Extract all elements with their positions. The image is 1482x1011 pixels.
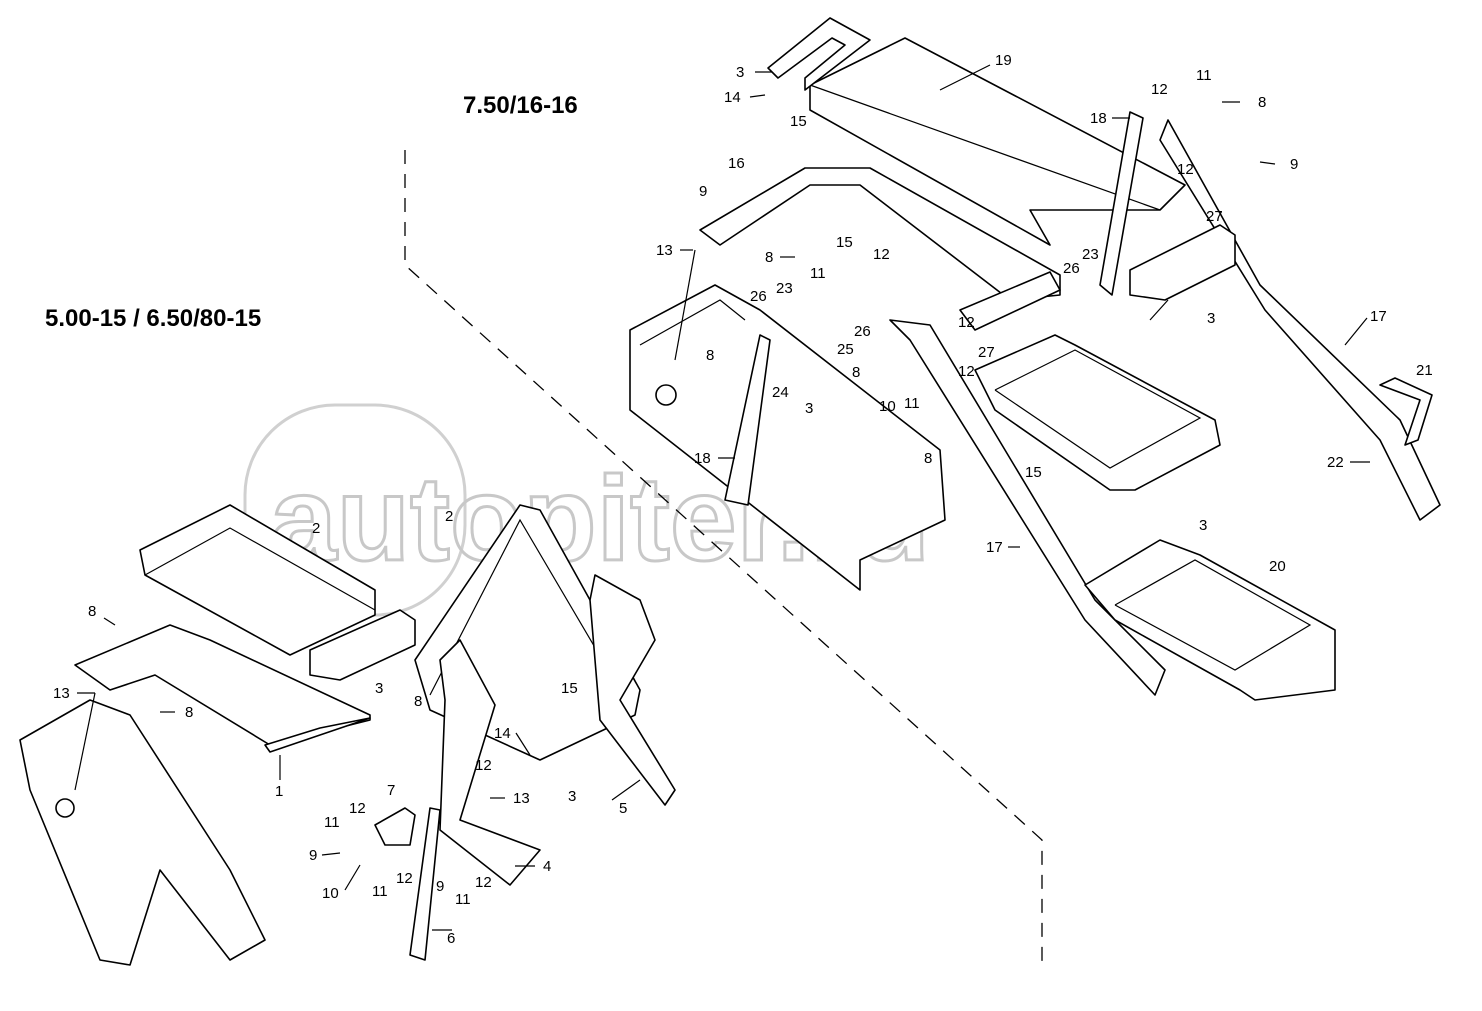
callout-label: 11: [324, 814, 340, 831]
callout-label: 26: [1063, 260, 1080, 277]
callout-label: 13: [513, 790, 530, 807]
callout-label: 8: [185, 704, 193, 721]
callout-label: 14: [724, 89, 741, 106]
callout-label: 12: [958, 363, 975, 380]
callout-label: 12: [873, 246, 890, 263]
callout-label: 9: [309, 847, 317, 864]
callout-label: 12: [958, 314, 975, 331]
callout-label: 4: [543, 858, 551, 875]
callout-label: 3: [568, 788, 576, 805]
callout-label: 13: [656, 242, 673, 259]
upper-assembly: [629, 17, 1441, 701]
callout-label: 8: [852, 364, 860, 381]
callout-label: 22: [1327, 454, 1344, 471]
callout-label: 15: [836, 234, 853, 251]
callout-label: 12: [475, 874, 492, 891]
callout-label: 26: [854, 323, 871, 340]
callout-label: 17: [1370, 308, 1387, 325]
callout-label: 8: [924, 450, 932, 467]
callout-label: 20: [1269, 558, 1286, 575]
callout-label: 9: [1290, 156, 1298, 173]
callout-label: 24: [772, 384, 789, 401]
callout-label: 13: [53, 685, 70, 702]
callout-label: 25: [837, 341, 854, 358]
callout-label: 15: [561, 680, 578, 697]
callout-label: 27: [1206, 208, 1223, 225]
callout-label: 6: [447, 930, 455, 947]
callout-label: 11: [455, 891, 471, 908]
callout-label: 26: [750, 288, 767, 305]
callout-label: 15: [790, 113, 807, 130]
callout-label: 3: [1199, 517, 1207, 534]
callout-label: 10: [322, 885, 339, 902]
callout-label: 12: [349, 800, 366, 817]
callout-label: 8: [414, 693, 422, 710]
callout-label: 3: [1207, 310, 1215, 327]
callout-label: 12: [1177, 161, 1194, 178]
variant-separator-line: [404, 150, 1043, 970]
callout-label: 23: [776, 280, 793, 297]
callout-label: 10: [879, 398, 896, 415]
callout-label: 16: [728, 155, 745, 172]
callout-label: 18: [694, 450, 711, 467]
callout-label: 15: [1025, 464, 1042, 481]
callout-label: 9: [436, 878, 444, 895]
callout-label: 18: [1090, 110, 1107, 127]
callout-label: 7: [387, 782, 395, 799]
callout-label: 5: [619, 800, 627, 817]
callout-label: 3: [805, 400, 813, 417]
heading-large-tyre: 7.50/16-16: [463, 92, 578, 119]
callout-label: 19: [995, 52, 1012, 69]
callout-label: 8: [88, 603, 96, 620]
callout-label: 17: [986, 539, 1003, 556]
callout-label: 12: [475, 757, 492, 774]
callout-label: 2: [312, 520, 320, 537]
callout-label: 8: [1258, 94, 1266, 111]
callout-label: 11: [904, 395, 920, 412]
callout-label: 2: [445, 508, 453, 525]
callout-label: 8: [765, 249, 773, 266]
callout-label: 12: [1151, 81, 1168, 98]
callout-label: 14: [494, 725, 511, 742]
heading-small-tyre: 5.00-15 / 6.50/80-15: [45, 305, 261, 332]
callout-label: 11: [1196, 67, 1212, 84]
callout-label: 3: [375, 680, 383, 697]
callout-label: 8: [706, 347, 714, 364]
callout-label: 23: [1082, 246, 1099, 263]
callout-label: 11: [372, 883, 388, 900]
callout-label: 1: [275, 783, 283, 800]
callout-label: 27: [978, 344, 995, 361]
callout-label: 3: [736, 64, 744, 81]
lower-assembly: [19, 504, 676, 966]
callout-label: 11: [810, 265, 826, 282]
callout-label: 9: [699, 183, 707, 200]
callout-label: 12: [396, 870, 413, 887]
callout-label: 21: [1416, 362, 1433, 379]
leader-lines: [74, 64, 1370, 931]
